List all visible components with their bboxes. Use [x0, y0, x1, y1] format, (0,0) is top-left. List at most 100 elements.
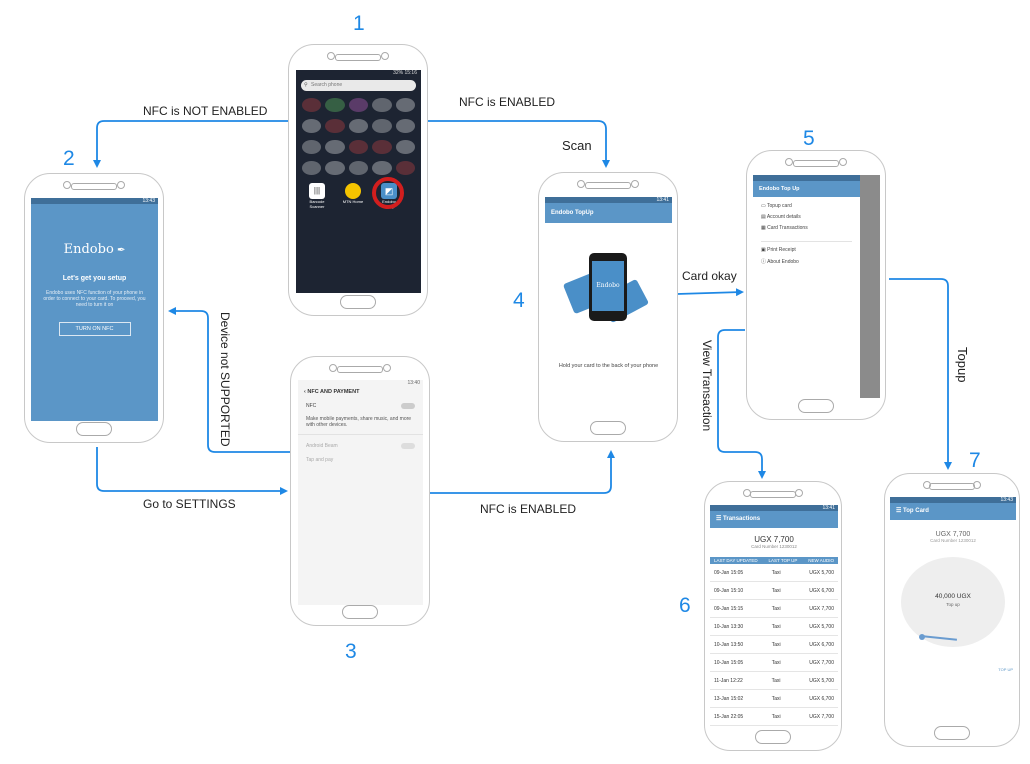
scan-screen: 13:41 Endobo TopUp Endobo Hold your card… [545, 197, 672, 420]
row-amount: UGX 6,700 [809, 695, 834, 702]
row-date: 09-Jan 15:05 [714, 569, 744, 576]
menu-item-about[interactable]: ⓘ About Endobo [761, 259, 799, 265]
app-mtn-home[interactable]: MTN Home [340, 183, 366, 209]
row-date: 10-Jan 13:50 [714, 641, 744, 648]
label-nfc-not-enabled: NFC is NOT ENABLED [143, 104, 268, 118]
scan-app-bar: Endobo TopUp [545, 203, 672, 223]
row-date: 10-Jan 13:30 [714, 623, 744, 630]
mtn-icon [345, 183, 361, 199]
setup-heading: Let's get you setup [62, 275, 127, 282]
beam-toggle[interactable] [401, 443, 415, 449]
home-button[interactable] [340, 295, 376, 309]
nfc-description: Make mobile payments, share music, and m… [306, 416, 412, 428]
row-date: 09-Jan 15:10 [714, 587, 744, 594]
home-button[interactable] [755, 730, 791, 744]
step-number-1: 1 [353, 12, 365, 35]
barcode-icon: ||| [309, 183, 325, 199]
app-barcode-scanner[interactable]: ||| Barcode Scanner [304, 183, 330, 209]
android-beam-row[interactable]: Android Beam [298, 434, 423, 453]
setup-screen: 13:43 Endobo ✒ Let's get you setup Endob… [31, 198, 158, 421]
row-category: Taxi [771, 713, 781, 720]
dimmed-content [860, 175, 880, 398]
endobo-logo: Endobo ✒ [63, 242, 126, 257]
row-amount: UGX 7,700 [809, 659, 834, 666]
dial-progress [922, 635, 958, 641]
row-category: Taxi [771, 623, 781, 630]
nfc-toggle[interactable] [401, 403, 415, 409]
home-screen: 32% 15:16 Search phone ⚲ ||| Barcode Sca… [296, 70, 421, 293]
row-amount: UGX 6,700 [809, 641, 834, 648]
step-number-7: 7 [969, 449, 981, 472]
transactions-screen: 13:41 ☰ Transactions UGX 7,700 Card Numb… [710, 505, 838, 729]
topup-screen: 13:43 ☰ Top Card UGX 7,700 Card Number 1… [890, 497, 1016, 725]
search-input[interactable]: Search phone ⚲ [301, 80, 416, 91]
phone-topup-screen: 13:43 ☰ Top Card UGX 7,700 Card Number 1… [884, 473, 1020, 747]
home-button[interactable] [934, 726, 970, 740]
arrow-go-to-settings [96, 447, 288, 495]
back-icon[interactable]: ‹ [304, 389, 308, 395]
row-amount: UGX 5,700 [809, 623, 834, 630]
label-scan: Scan [562, 138, 592, 153]
label-topup: Topup [955, 347, 970, 383]
dial-handle[interactable] [919, 634, 925, 640]
tap-and-pay-row[interactable]: Tap and pay [306, 457, 334, 463]
phone-settings-screen: 13:40 ‹ NFC AND PAYMENT NFC Make mobile … [290, 356, 430, 626]
row-category: Taxi [771, 569, 781, 576]
label-go-to-settings: Go to SETTINGS [143, 497, 236, 511]
home-button[interactable] [798, 399, 834, 413]
menu-icon[interactable]: ☰ [896, 508, 904, 514]
topup-side-label[interactable]: TOP UP [998, 667, 1013, 672]
arrow-view-transaction [717, 329, 766, 479]
arrow-card-okay [676, 288, 744, 297]
row-date: 11-Jan 12:22 [714, 677, 743, 684]
menu-icon[interactable]: ☰ [716, 516, 724, 522]
row-category: Taxi [771, 587, 781, 594]
turn-on-nfc-button[interactable]: TURN ON NFC [58, 322, 131, 336]
row-amount: UGX 5,700 [809, 677, 834, 684]
nfc-toggle-row[interactable]: NFC [298, 398, 423, 414]
menu-item-topup-card[interactable]: ▭ Topup card [761, 203, 792, 209]
row-date: 15-Jan 22:05 [714, 713, 744, 720]
step-number-5: 5 [803, 127, 815, 150]
amount-value: 40,000 UGX [935, 593, 971, 600]
phone-scan-screen: 13:41 Endobo TopUp Endobo Hold your card… [538, 172, 678, 442]
topup-balance: UGX 7,700 [935, 531, 971, 538]
drawer-title: Endobo Top Up [753, 181, 860, 197]
menu-item-account-details[interactable]: ▤ Account details [761, 214, 801, 220]
app-endobo-topup[interactable]: ◩ Endobo TopUp [372, 177, 404, 209]
row-date: 10-Jan 15:05 [714, 659, 744, 666]
menu-item-card-transactions[interactable]: ▦ Card Transactions [761, 225, 808, 231]
menu-screen: Endobo Top Up ▭ Topup card ▤ Account det… [753, 175, 880, 398]
home-button[interactable] [342, 605, 378, 619]
topup-card-number: Card Number 1230012 [930, 538, 976, 543]
row-category: Taxi [771, 695, 781, 702]
settings-screen: 13:40 ‹ NFC AND PAYMENT NFC Make mobile … [298, 380, 423, 605]
menu-item-print-receipt[interactable]: ▣ Print Receipt [761, 247, 796, 253]
navigation-drawer: Endobo Top Up ▭ Topup card ▤ Account det… [753, 175, 860, 398]
transactions-app-bar: ☰ Transactions [710, 511, 838, 528]
app-grid-dimmed [296, 94, 421, 179]
step-number-2: 2 [63, 147, 75, 170]
row-date: 09-Jan 15:15 [714, 605, 744, 612]
amount-dial[interactable]: 40,000 UGX Top up [901, 557, 1005, 647]
setup-body: Endobo uses NFC function of your phone i… [43, 290, 146, 308]
table-row: 13-Jan 15:02 Taxi UGX 6,700 [710, 690, 838, 708]
row-date: 13-Jan 15:02 [714, 695, 744, 702]
scan-illustration: Endobo [545, 249, 672, 339]
home-button[interactable] [76, 422, 112, 436]
balance: UGX 7,700 [754, 535, 794, 544]
arrow-topup [889, 278, 952, 470]
step-number-3: 3 [345, 640, 357, 663]
home-button[interactable] [590, 421, 626, 435]
arrow-nfc-enabled-scan [428, 120, 610, 168]
step-number-6: 6 [679, 594, 691, 617]
topup-app-bar: ☰ Top Card [890, 503, 1016, 520]
leaf-icon: ✒ [113, 245, 126, 256]
label-nfc-enabled-bottom: NFC is ENABLED [480, 502, 577, 516]
